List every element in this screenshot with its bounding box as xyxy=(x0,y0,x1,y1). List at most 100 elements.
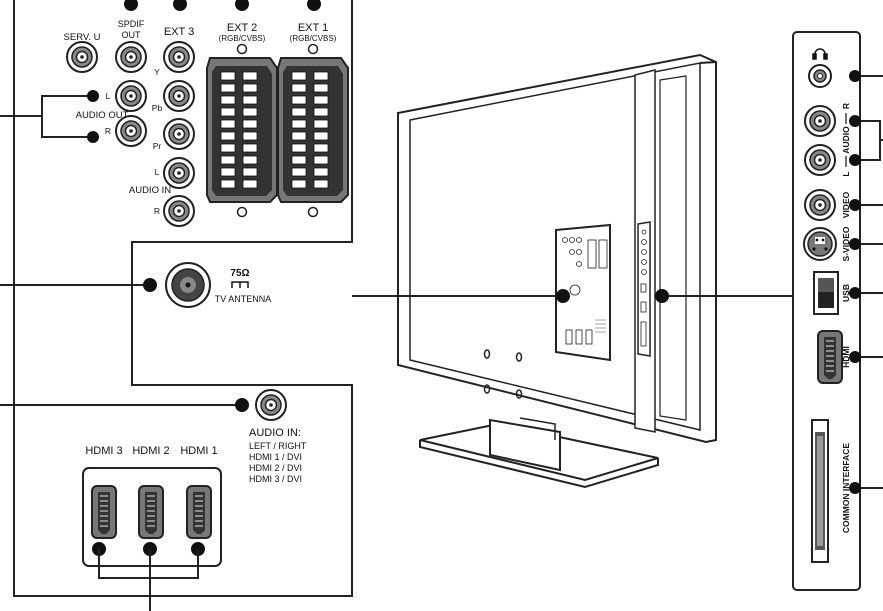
rear-panel: SERV. U SPDIF OUT EXT 3 EXT 2 (RGB/CVBS)… xyxy=(0,0,353,611)
ext3-pr-jack xyxy=(163,118,195,150)
audio-in-line-3: HDMI 2 / DVI xyxy=(249,463,302,473)
hdmi1-label: HDMI 1 xyxy=(180,445,217,457)
hdmi3-port xyxy=(91,485,117,539)
scart-pin xyxy=(242,155,258,165)
audio-out-left-jack xyxy=(115,80,147,112)
headphone-icon xyxy=(812,48,828,60)
scart-pin xyxy=(291,167,307,177)
tv-rear-connector-panel xyxy=(555,223,611,362)
audio-in-dvi-section: AUDIO IN: LEFT / RIGHT HDMI 1 / DVI HDMI… xyxy=(0,389,307,484)
scart-pin xyxy=(313,131,329,141)
common-interface-slot xyxy=(811,419,829,563)
usb-label: USB xyxy=(841,284,851,302)
hdmi2-label: HDMI 2 xyxy=(132,445,169,457)
audio-in-l-label: L xyxy=(155,167,160,177)
scart-pin xyxy=(242,131,258,141)
scart-pin xyxy=(291,143,307,153)
hdmi-section: HDMI 3 HDMI 2 HDMI 1 xyxy=(82,445,222,611)
headphone-jack xyxy=(808,64,832,88)
side-video-label: VIDEO xyxy=(841,191,851,218)
audio-in-line-1: LEFT / RIGHT xyxy=(249,441,307,451)
scart-pin xyxy=(313,155,329,165)
s-video-jack xyxy=(803,227,837,261)
side-audio-left-jack xyxy=(804,144,836,176)
scart-pin xyxy=(242,179,258,189)
scart-pin xyxy=(313,71,329,81)
scart-pin xyxy=(220,167,236,177)
ext2-sub-label: (RGB/CVBS) xyxy=(219,34,266,43)
scart-pin xyxy=(313,107,329,117)
scart-pin xyxy=(220,131,236,141)
scart-pin xyxy=(220,71,236,81)
audio-in-left-jack xyxy=(163,157,195,189)
side-audio-l-label: L xyxy=(841,171,851,176)
scart-pin xyxy=(313,167,329,177)
tv-illustration xyxy=(352,53,793,489)
side-video-jack xyxy=(804,189,836,221)
scart-pin xyxy=(291,179,307,189)
side-audio-right-jack xyxy=(804,105,836,137)
audio-out-r-label: R xyxy=(105,126,111,136)
ext1-sub-label: (RGB/CVBS) xyxy=(290,34,337,43)
scart-pin xyxy=(291,119,307,129)
audio-out-callout xyxy=(0,95,95,138)
scart-pin xyxy=(291,71,307,81)
side-panel: AUDIO R L VIDEO S-VIDEO USB HDMI COMMON … xyxy=(792,31,883,591)
ext3-y-jack xyxy=(163,41,195,73)
side-audio-r-label: R xyxy=(841,103,851,109)
scart-pin xyxy=(291,83,307,93)
scart-ext1 xyxy=(277,43,349,218)
usb-port xyxy=(813,271,839,315)
hdmi1-port xyxy=(186,485,212,539)
audio-in-line-4: HDMI 3 / DVI xyxy=(249,474,302,484)
side-audio-label: AUDIO xyxy=(841,126,851,154)
audio-out-label: AUDIO OUT xyxy=(76,110,129,121)
audio-in-label: AUDIO IN xyxy=(129,185,171,196)
audio-in-right-jack xyxy=(163,195,195,227)
scart-pin xyxy=(220,107,236,117)
scart-pin xyxy=(220,143,236,153)
ext3-pb-jack xyxy=(163,80,195,112)
scart-pin xyxy=(313,143,329,153)
audio-in-r-label: R xyxy=(154,206,160,216)
tv-stand-neck xyxy=(489,418,561,472)
scart-pin xyxy=(291,155,307,165)
hdmi2-port xyxy=(138,485,164,539)
scart-pin xyxy=(291,131,307,141)
audio-in-header: AUDIO IN: xyxy=(249,427,301,439)
scart-pin xyxy=(313,119,329,129)
scart-pin xyxy=(242,167,258,177)
scart-pin xyxy=(242,83,258,93)
hdmi3-label: HDMI 3 xyxy=(85,445,122,457)
s-video-label: S-VIDEO xyxy=(841,226,851,261)
side-hdmi-port xyxy=(817,330,843,384)
scart-pin xyxy=(313,83,329,93)
antenna-label: TV ANTENNA xyxy=(215,294,272,304)
serv-u-label: SERV. U xyxy=(64,32,101,43)
scart-pin xyxy=(220,179,236,189)
audio-in-dvi-jack xyxy=(255,389,287,421)
antenna-symbol xyxy=(231,281,249,288)
spdif-out-jack xyxy=(115,41,147,73)
ext3-label: EXT 3 xyxy=(164,26,194,38)
spdif-label-line2: OUT xyxy=(122,30,142,40)
side-hdmi-label: HDMI xyxy=(841,346,851,368)
audio-out-l-label: L xyxy=(106,91,111,101)
y-label: Y xyxy=(154,67,160,77)
antenna-jack xyxy=(165,262,211,308)
ext2-label: EXT 2 xyxy=(227,22,257,34)
scart-pin xyxy=(220,83,236,93)
scart-pin xyxy=(242,143,258,153)
scart-pin xyxy=(220,119,236,129)
common-interface-label: COMMON INTERFACE xyxy=(841,443,851,534)
ext1-label: EXT 1 xyxy=(298,22,328,34)
antenna-section: 75Ω TV ANTENNA xyxy=(0,262,272,308)
scart-pin xyxy=(220,155,236,165)
scart-pin xyxy=(242,71,258,81)
scart-ext2 xyxy=(206,43,278,218)
scart-pin xyxy=(242,107,258,117)
pb-label: Pb xyxy=(152,103,163,113)
scart-pin xyxy=(220,95,236,105)
